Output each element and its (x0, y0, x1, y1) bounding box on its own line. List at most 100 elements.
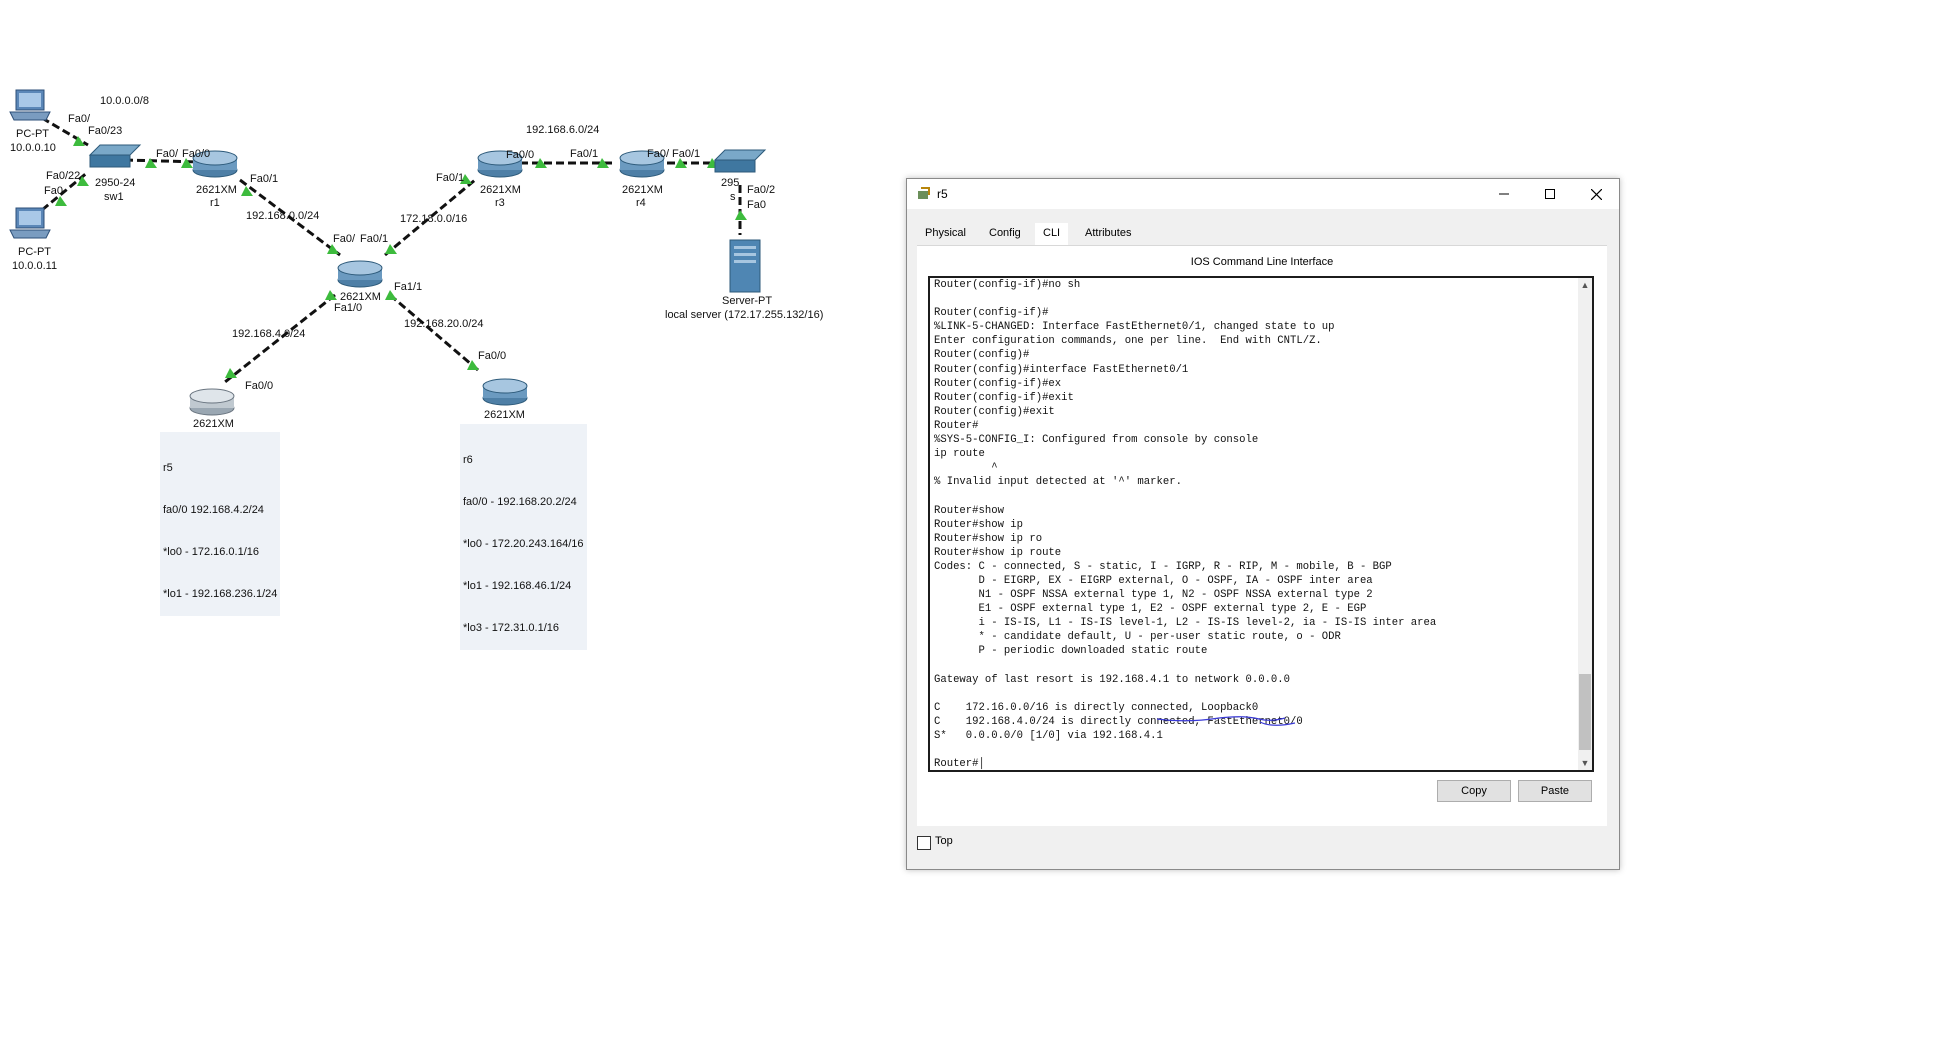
device-window: r5 Physical Config CLI Attributes IOS Co… (906, 178, 1620, 870)
router-r4-icon[interactable] (619, 150, 665, 178)
r5-info-line: r5 (163, 462, 173, 474)
link-up-icon (385, 290, 397, 300)
port-label: Fa0/0 (182, 148, 210, 160)
port-label: Fa0/2 (747, 184, 775, 196)
r4-model-label: 2621XM (622, 184, 663, 196)
switch-sw1-icon[interactable] (88, 144, 142, 168)
link-up-icon (55, 196, 67, 206)
network-label: 10.0.0.0/8 (100, 95, 149, 107)
pc1-model-label: PC-PT (16, 128, 49, 140)
link-up-icon (385, 244, 397, 254)
router-r2-icon[interactable] (337, 260, 383, 288)
port-label: Fa0 (747, 199, 766, 211)
port-label: Fa1/0 (334, 302, 362, 314)
r5-info-line: *lo1 - 192.168.236.1/24 (163, 588, 278, 600)
sw1-model-label: 2950-24 (95, 177, 135, 189)
port-label: Fa0/ (156, 148, 179, 160)
r6-info-box: r6 fa0/0 - 192.168.20.2/24 *lo0 - 172.20… (460, 424, 587, 650)
pc2-model-label: PC-PT (18, 246, 51, 258)
scrollbar-thumb[interactable] (1579, 674, 1591, 750)
pc2-ip-label: 10.0.0.11 (12, 260, 57, 272)
router-r5-icon[interactable] (189, 388, 235, 416)
port-label: Fa0/23 (88, 125, 122, 137)
port-label: Fa0/0 (245, 380, 273, 392)
link-pc2-sw1 (41, 170, 89, 212)
sw2-model-label: 295 (721, 177, 739, 189)
link-up-icon (597, 158, 609, 168)
r2-model-label: 2621XM (340, 291, 381, 303)
annotation-underline (1156, 716, 1296, 726)
sw2-name-label: s (730, 191, 736, 203)
r6-info-line: r6 (463, 454, 473, 466)
sw1-name-label: sw1 (104, 191, 124, 203)
link-up-icon (327, 244, 339, 254)
terminal-scrollbar[interactable]: ▲ ▼ (1578, 278, 1592, 770)
scroll-down-icon[interactable]: ▼ (1580, 758, 1590, 768)
network-label: 172.18.0.0/16 (400, 213, 467, 225)
close-button[interactable] (1573, 179, 1619, 209)
window-title: r5 (937, 187, 948, 201)
link-up-icon (77, 176, 89, 186)
port-label: Fa0/0 (478, 350, 506, 362)
server-name-label: local server (172.17.255.132/16) (665, 309, 823, 321)
terminal-output[interactable]: Router(config-if)#no sh Router(config-if… (928, 276, 1594, 772)
port-label: Fa0 (44, 185, 63, 197)
pc2-icon[interactable] (9, 207, 51, 239)
port-label: Fa0/ (68, 113, 91, 125)
link-up-icon (181, 158, 193, 168)
server-icon[interactable] (729, 239, 761, 293)
link-up-icon (675, 158, 687, 168)
tab-attributes[interactable]: Attributes (1085, 227, 1132, 239)
title-bar[interactable]: r5 (907, 179, 1619, 209)
link-up-icon (535, 158, 547, 168)
r3-model-label: 2621XM (480, 184, 521, 196)
r1-name-label: r1 (210, 197, 220, 209)
r5-model-label: 2621XM (193, 418, 234, 430)
router-r3-icon[interactable] (477, 150, 523, 178)
r6-info-line: *lo3 - 172.31.0.1/16 (463, 622, 560, 634)
router-r1-icon[interactable] (192, 150, 238, 178)
scroll-up-icon[interactable]: ▲ (1580, 280, 1590, 290)
link-r1-r2 (239, 178, 341, 257)
r1-model-label: 2621XM (196, 184, 237, 196)
top-checkbox-label: Top (935, 835, 953, 847)
router-app-icon (918, 187, 930, 199)
router-r6-icon[interactable] (482, 378, 528, 406)
cli-panel: IOS Command Line Interface Router(config… (917, 245, 1607, 826)
link-up-icon (241, 186, 253, 196)
link-up-icon (735, 210, 747, 220)
port-label: Fa0/ (333, 233, 356, 245)
tab-physical[interactable]: Physical (925, 227, 966, 239)
pc1-icon[interactable] (9, 89, 51, 121)
link-up-icon (145, 158, 157, 168)
cli-panel-title: IOS Command Line Interface (1190, 256, 1334, 268)
r6-model-label: 2621XM (484, 409, 525, 421)
port-label: Fa0/1 (360, 233, 388, 245)
copy-button[interactable]: Copy (1437, 780, 1511, 802)
top-checkbox[interactable] (917, 836, 931, 850)
server-model-label: Server-PT (722, 295, 772, 307)
tab-config[interactable]: Config (989, 227, 1021, 239)
r4-name-label: r4 (636, 197, 646, 209)
link-r2-r6 (389, 293, 479, 372)
maximize-button[interactable] (1527, 179, 1573, 209)
minimize-button[interactable] (1481, 179, 1527, 209)
paste-button[interactable]: Paste (1518, 780, 1592, 802)
network-label: 192.168.20.0/24 (404, 318, 484, 330)
network-label: 192.168.0.0/24 (246, 210, 319, 222)
port-label: Fa1/1 (394, 281, 422, 293)
switch-sw2-icon[interactable] (713, 149, 767, 173)
port-label: Fa0/1 (436, 172, 464, 184)
link-pc1-sw1 (41, 116, 89, 147)
close-icon (1590, 188, 1602, 200)
port-label: Fa0/1 (570, 148, 598, 160)
link-up-icon (460, 174, 472, 184)
r5-info-line: *lo0 - 172.16.0.1/16 (163, 546, 260, 558)
network-label: 192.168.6.0/24 (526, 124, 599, 136)
port-label: Fa0/0 (506, 149, 534, 161)
r3-name-label: r3 (495, 197, 505, 209)
r6-info-line: *lo0 - 172.20.243.164/16 (463, 538, 584, 550)
port-label: Fa0/1 (250, 173, 278, 185)
r5-info-line: fa0/0 192.168.4.2/24 (163, 504, 264, 516)
port-label: Fa0/ (647, 148, 670, 160)
